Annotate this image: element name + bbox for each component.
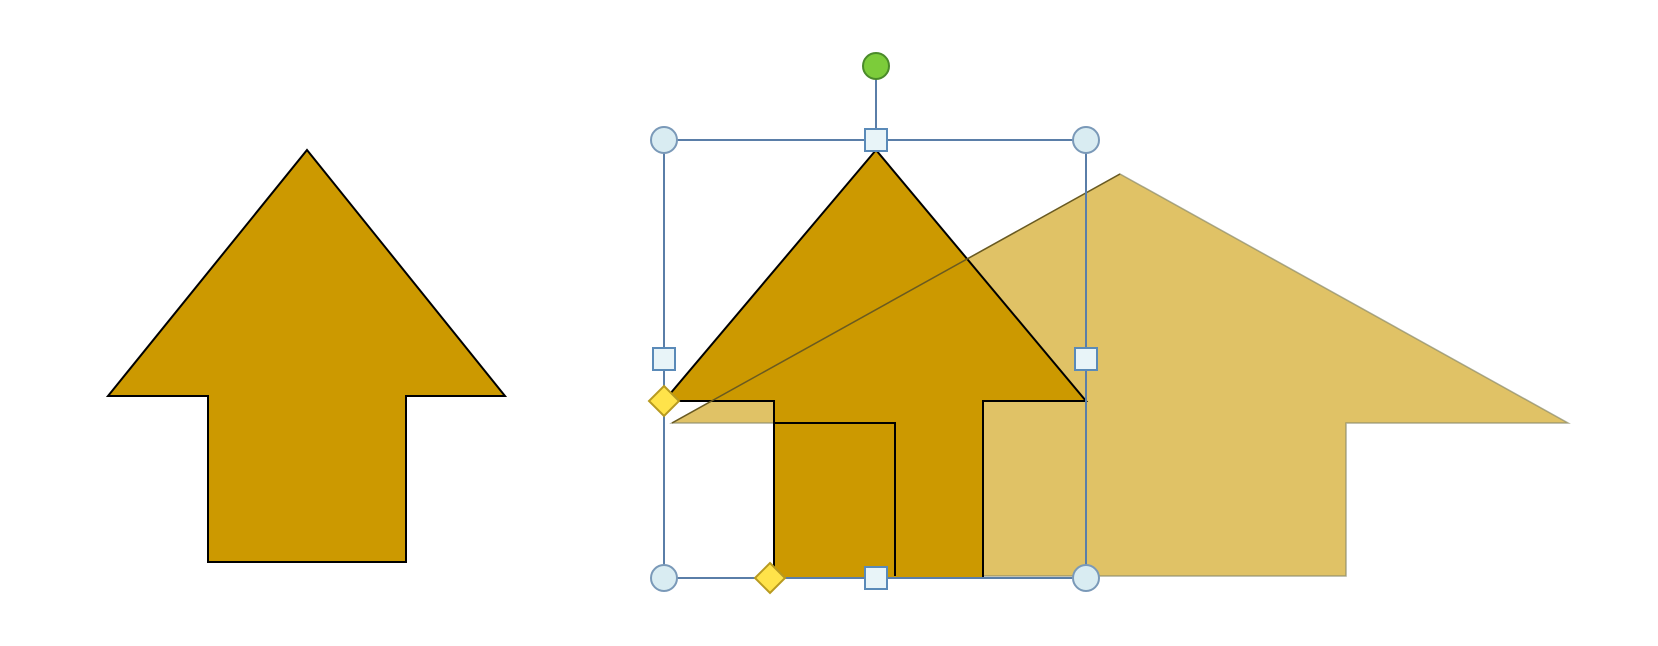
left-resize-handle[interactable] — [652, 347, 676, 371]
resize-preview-shaft-outline — [773, 422, 896, 578]
bottom-left-resize-handle[interactable] — [650, 564, 678, 592]
top-resize-handle[interactable] — [864, 128, 888, 152]
bottom-right-resize-handle[interactable] — [1072, 564, 1100, 592]
rotation-handle[interactable] — [862, 52, 890, 80]
shaft-adjust-handle[interactable] — [753, 561, 787, 595]
top-left-resize-handle[interactable] — [650, 126, 678, 154]
arrowhead-adjust-handle[interactable] — [647, 384, 681, 418]
right-resize-handle[interactable] — [1074, 347, 1098, 371]
resize-preview-outline — [671, 173, 1121, 424]
top-right-resize-handle[interactable] — [1072, 126, 1100, 154]
bottom-resize-handle[interactable] — [864, 566, 888, 590]
up-arrow-shape[interactable] — [105, 148, 508, 563]
